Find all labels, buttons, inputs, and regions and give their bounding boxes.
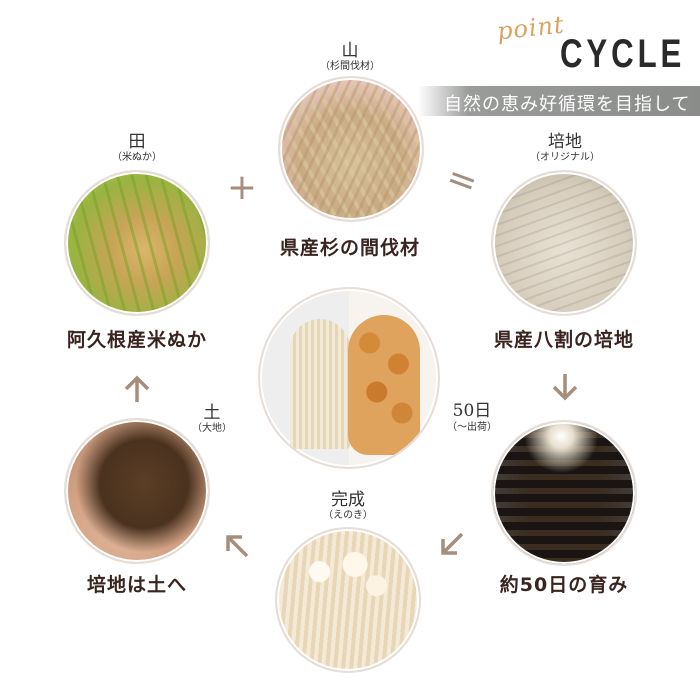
days-label: 約50日の育み <box>499 574 629 596</box>
mushrooms-image <box>258 287 440 469</box>
field-label: 阿久根産米ぬか <box>66 329 207 351</box>
soil-subcaption: （大地） <box>192 423 232 434</box>
arrow-down-icon <box>552 374 578 401</box>
medium-subcaption: （オリジナル） <box>530 152 600 163</box>
enoki-image <box>275 527 421 673</box>
arrow-up-left-icon <box>226 535 249 558</box>
point-script: point <box>495 10 566 46</box>
cultivation-room-image <box>491 420 637 566</box>
days-caption: 50日 <box>452 401 492 421</box>
field-subcaption: （米ぬか） <box>112 152 162 163</box>
subtitle-banner: 自然の恵み好循環を目指して <box>418 86 700 116</box>
complete-caption: 完成 <box>331 490 365 510</box>
days-subcaption: （〜出荷） <box>447 422 497 433</box>
medium-label: 県産八割の培地 <box>493 329 634 351</box>
equals-icon: = <box>440 156 484 205</box>
rice-image <box>64 170 210 316</box>
soil-caption: 土 <box>203 403 221 423</box>
wood-chips-image <box>278 76 424 222</box>
mountain-label: 県産杉の間伐材 <box>279 237 420 259</box>
complete-subcaption: （えのき） <box>323 510 373 521</box>
medium-caption: 培地 <box>548 132 582 152</box>
medium-image <box>491 170 637 316</box>
mountain-caption: 山 <box>341 41 359 61</box>
enoki-half <box>290 319 350 449</box>
soil-label: 培地は土へ <box>86 574 187 596</box>
arrow-down-left-icon <box>441 532 464 555</box>
soil-image <box>64 418 210 564</box>
arrow-up-icon <box>124 375 150 402</box>
subtitle-text: 自然の恵み好循環を目指して <box>444 94 691 115</box>
cycle-title: CYCLE <box>560 32 686 76</box>
nameko-half <box>348 315 420 455</box>
mountain-subcaption: （杉間伐材） <box>320 61 380 72</box>
field-caption: 田 <box>128 132 146 152</box>
plus-icon: + <box>226 167 258 208</box>
